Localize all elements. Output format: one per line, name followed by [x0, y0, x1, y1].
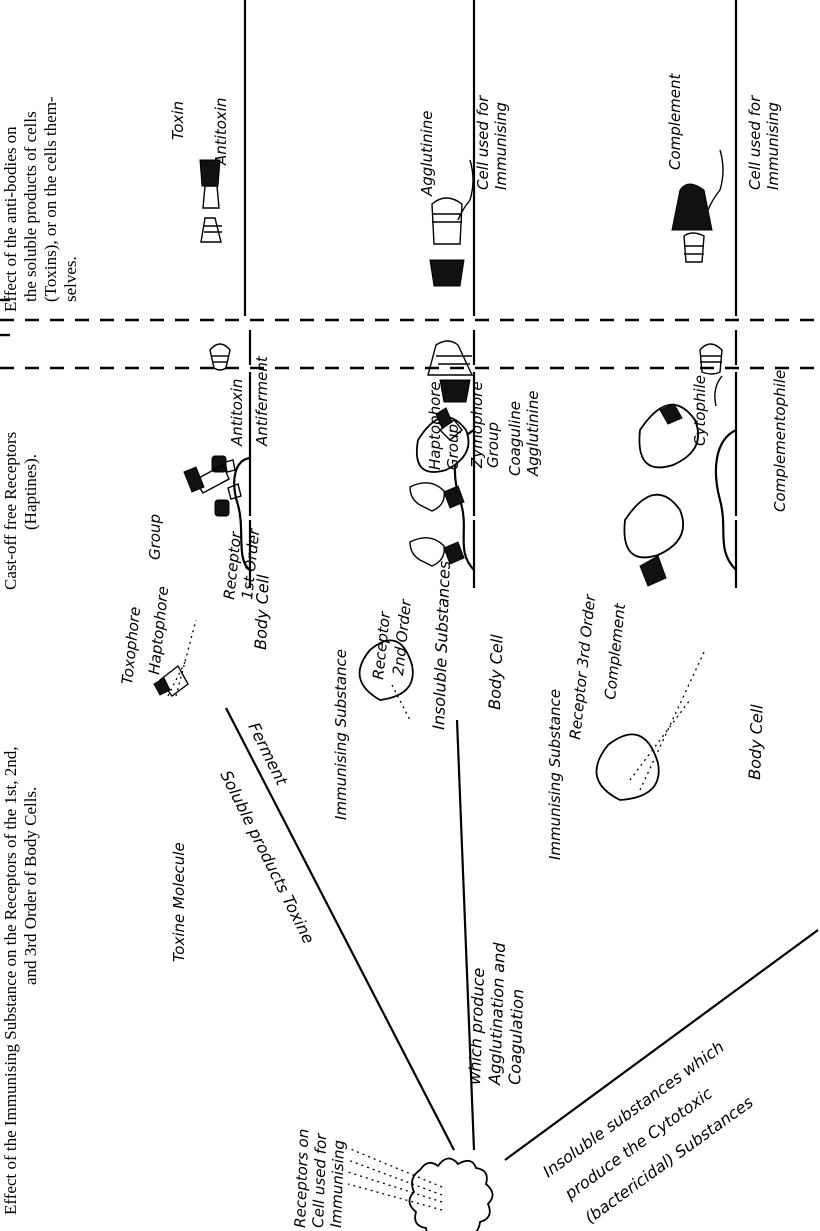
- row3-body-cell: [595, 403, 737, 801]
- row1-labels: Toxine Molecule Toxophore Haptophore Gro…: [118, 98, 273, 962]
- svg-text:Haptophore: Haptophore: [426, 381, 444, 470]
- complement-cell-complex: [671, 149, 724, 263]
- svg-text:Complementophile: Complementophile: [771, 370, 789, 512]
- svg-text:Antitoxin: Antitoxin: [228, 379, 246, 447]
- svg-text:Haptophore: Haptophore: [145, 585, 172, 675]
- svg-text:Immunising Substance: Immunising Substance: [546, 689, 564, 860]
- svg-text:Zymophore: Zymophore: [468, 381, 486, 469]
- svg-text:Immunising Substance: Immunising Substance: [332, 649, 350, 820]
- svg-text:Immunising: Immunising: [492, 102, 510, 190]
- svg-text:Insoluble Substances: Insoluble Substances: [429, 560, 454, 730]
- svg-text:selves.: selves.: [61, 256, 80, 302]
- row1-toxin-receptor-complex: [183, 464, 230, 494]
- receptors-on-cell-label: Receptors on Cell used for Immunising: [291, 1128, 348, 1228]
- svg-text:Group: Group: [146, 514, 164, 560]
- free-cytophile: [699, 343, 723, 407]
- svg-text:Immunising: Immunising: [764, 102, 782, 190]
- svg-text:Toxine Molecule: Toxine Molecule: [170, 842, 188, 962]
- col1-heading: Effect of the Immunising Substance on th…: [1, 746, 40, 1215]
- svg-text:Ferment: Ferment: [244, 719, 291, 789]
- agglutinine-cell-complex: [429, 159, 474, 287]
- svg-text:(Haptines).: (Haptines).: [21, 454, 40, 530]
- svg-text:Antitoxin: Antitoxin: [212, 98, 230, 166]
- svg-text:Toxin: Toxin: [169, 101, 187, 140]
- row2-receptor-second-order: [409, 482, 465, 567]
- receptor-source-cell: [347, 1147, 494, 1231]
- svg-text:Coagulation: Coagulation: [505, 989, 527, 1086]
- svg-text:Body Cell: Body Cell: [485, 634, 507, 711]
- ray3-labels: Insoluble substances which produce the C…: [539, 1037, 756, 1227]
- row-dividers: [243, 0, 738, 588]
- svg-text:which produce: which produce: [465, 967, 488, 1085]
- column-dividers: [0, 298, 820, 370]
- svg-text:Antiferment: Antiferment: [253, 355, 271, 447]
- ray2-labels: Insoluble Substances which produce Agglu…: [429, 560, 527, 1086]
- svg-text:Group: Group: [444, 424, 462, 470]
- svg-text:Immunising: Immunising: [327, 1140, 348, 1228]
- ray1-labels: Ferment Soluble products Toxine: [216, 719, 318, 947]
- svg-text:(Toxins), or on the cells them: (Toxins), or on the cells them-: [41, 96, 60, 302]
- svg-text:Body Cell: Body Cell: [251, 574, 273, 651]
- svg-text:Cast-off free Receptors: Cast-off free Receptors: [1, 432, 20, 590]
- svg-text:Effect of the anti-bodies on: Effect of the anti-bodies on: [1, 126, 20, 312]
- svg-text:the soluble products of cells: the soluble products of cells: [21, 111, 40, 302]
- free-antitoxin-receptor: [209, 343, 231, 371]
- svg-text:Complement: Complement: [666, 72, 684, 170]
- radial-rays: [225, 707, 819, 1161]
- svg-text:Toxophore: Toxophore: [118, 606, 144, 686]
- svg-text:Agglutinine: Agglutinine: [524, 391, 542, 477]
- svg-text:Receptors on: Receptors on: [291, 1128, 312, 1228]
- row1-body-cell: [211, 455, 251, 571]
- svg-text:Cell used for: Cell used for: [309, 1132, 330, 1228]
- svg-text:Cell used for: Cell used for: [474, 95, 492, 190]
- svg-text:Cytophile: Cytophile: [691, 375, 709, 446]
- col3-heading: Effect of the anti-bodies on the soluble…: [1, 96, 80, 312]
- svg-text:Agglutinine: Agglutinine: [418, 111, 436, 197]
- row1-toxine-molecule: [153, 619, 197, 697]
- svg-text:Coaguline: Coaguline: [506, 401, 524, 476]
- col2-heading: Cast-off free Receptors (Haptines).: [1, 432, 40, 590]
- svg-text:Body Cell: Body Cell: [745, 704, 767, 781]
- svg-text:Cell used for: Cell used for: [746, 95, 764, 190]
- toxin-antitoxin-complex: [199, 159, 222, 243]
- svg-text:Receptor 3rd Order: Receptor 3rd Order: [566, 593, 599, 740]
- svg-text:Effect of the Immunising Subst: Effect of the Immunising Substance on th…: [1, 746, 20, 1215]
- svg-text:Group: Group: [484, 422, 502, 468]
- svg-text:Complement: Complement: [601, 602, 629, 701]
- row2-body-cell: [358, 407, 475, 721]
- svg-text:and 3rd Order of Body Cells.: and 3rd Order of Body Cells.: [21, 787, 40, 985]
- free-agglutinine: [427, 340, 474, 403]
